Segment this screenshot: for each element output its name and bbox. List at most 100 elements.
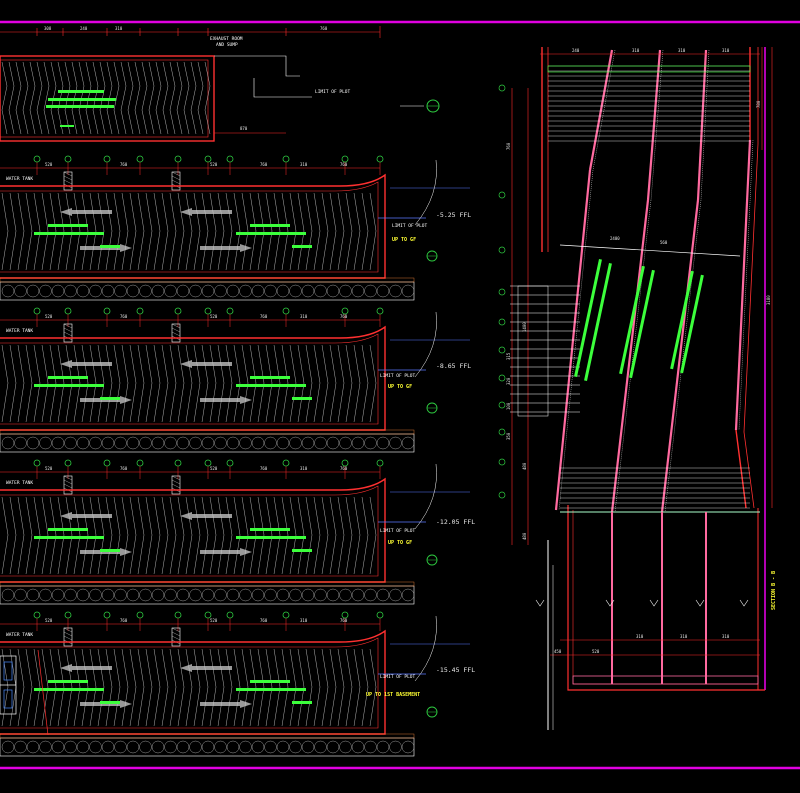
ramp-annotation-bar — [100, 397, 120, 400]
hatch-line — [36, 61, 43, 87]
ramp-direction-arrow-icon — [200, 700, 252, 708]
ramp-hatch — [33, 534, 41, 575]
ramp-annotation-bar — [250, 528, 290, 531]
tree-symbol-icon — [101, 588, 115, 602]
ramp-hatch — [161, 648, 169, 688]
tree-symbol-icon — [264, 436, 277, 450]
hatch-line — [50, 109, 57, 135]
section-slab — [660, 199, 700, 513]
level-bubble-icon — [498, 458, 506, 466]
ramp-hatch — [41, 344, 49, 384]
ramp-hatch — [137, 230, 145, 271]
hatch-line — [155, 109, 162, 135]
tree-symbol-icon — [51, 588, 65, 602]
ramp-hatch — [73, 382, 81, 423]
hatch-line — [22, 61, 29, 87]
water-tank-label: WATER TANK — [6, 632, 33, 638]
ramp-hatch — [313, 230, 321, 271]
ramp-hatch — [313, 192, 321, 232]
tree-symbol-icon — [101, 284, 115, 298]
hatch-line — [85, 61, 92, 87]
tree-symbol-icon — [276, 436, 290, 450]
top-plan: 308 240 310 760 EXHAUST ROOM AND SUMP LI… — [0, 26, 440, 142]
ramp-hatch — [321, 382, 329, 423]
hatch-line — [1, 109, 8, 135]
section-side-dimensions — [511, 47, 773, 545]
exhaust-sump-label: AND SUMP — [216, 42, 238, 48]
ramp-hatch — [265, 230, 273, 271]
tree-symbol-icon — [176, 588, 190, 602]
ramp-hatch — [361, 230, 369, 271]
tree-symbol-icon — [39, 740, 52, 754]
ramp-hatch — [281, 534, 289, 575]
ramp-hatch — [137, 534, 145, 575]
ramp-hatch — [369, 496, 377, 536]
ramp-hatch — [297, 686, 305, 727]
tree-symbol-icon — [264, 588, 277, 602]
ramp-hatch — [313, 686, 321, 727]
column — [63, 627, 73, 647]
grid-bubble-icon — [103, 307, 111, 315]
tree-symbol-icon — [339, 588, 352, 602]
ramp-hatch — [273, 534, 281, 575]
hatch-line — [197, 61, 204, 87]
ramp-hatch — [305, 230, 313, 271]
section-slab-hatch — [738, 139, 754, 431]
ramp-hatch — [321, 344, 329, 384]
hatch-line — [113, 61, 120, 87]
ramp-hatch — [353, 648, 361, 688]
ramp-hatch — [233, 648, 241, 688]
column-hatch — [171, 635, 181, 641]
ramp-hatch — [9, 648, 17, 688]
tree-symbol-icon — [176, 284, 190, 298]
tree-symbol-icon — [351, 588, 365, 602]
ramp-hatch — [1, 230, 9, 271]
hatch-line — [29, 109, 36, 135]
water-tank-label: WATER TANK — [6, 328, 33, 334]
ramp-hatch — [145, 534, 153, 575]
section-ramp-annotations — [574, 258, 704, 382]
ramp-hatch — [337, 230, 345, 271]
ramp-hatch — [113, 686, 121, 727]
tree-symbol-icon — [151, 588, 165, 602]
tree-symbol-icon — [89, 588, 102, 602]
ramp-hatch — [81, 230, 89, 271]
ramp-hatch — [273, 230, 281, 271]
top-ramp-outline — [0, 55, 215, 142]
ramp-hatch — [297, 344, 305, 384]
ramp-hatch — [121, 344, 129, 384]
column-hatch — [63, 171, 73, 177]
hatch-line — [22, 85, 29, 111]
tree-symbol-icon — [114, 436, 127, 450]
ramp-hatch — [129, 382, 137, 423]
grid-bubble-icon — [174, 459, 182, 467]
ramp-direction-arrow-icon — [60, 208, 112, 216]
ramp-hatch — [289, 230, 297, 271]
ramp-hatch — [113, 192, 121, 232]
ramp-hatch — [17, 496, 25, 536]
ramp-annotation-bar — [48, 376, 88, 379]
hatch-line — [190, 109, 197, 135]
ramp-hatch — [1, 496, 9, 536]
level-ffl-label: -8.65 FFL — [436, 362, 471, 370]
ramp-hatch — [153, 534, 161, 575]
ramp-hatch — [65, 686, 73, 727]
ramp-hatch — [65, 382, 73, 423]
ramp-hatch — [89, 686, 97, 727]
ramp-hatch — [81, 534, 89, 575]
tree-symbol-icon — [151, 436, 165, 450]
ramp-hatch — [241, 230, 249, 271]
ramp-hatch — [345, 534, 353, 575]
plan-dim-label: 520 — [210, 314, 218, 319]
ramp-hatch — [17, 192, 25, 232]
hatch-line — [29, 85, 36, 111]
plan-dim-label: 760 — [120, 618, 128, 623]
ramp-curve-arc — [414, 159, 437, 226]
grid-bubble-icon — [376, 459, 384, 467]
ramp-hatch — [353, 230, 361, 271]
top-dim-4: 760 — [320, 26, 328, 31]
ramp-hatch — [289, 382, 297, 423]
section-mid-dim-1: 2400 — [610, 236, 620, 241]
